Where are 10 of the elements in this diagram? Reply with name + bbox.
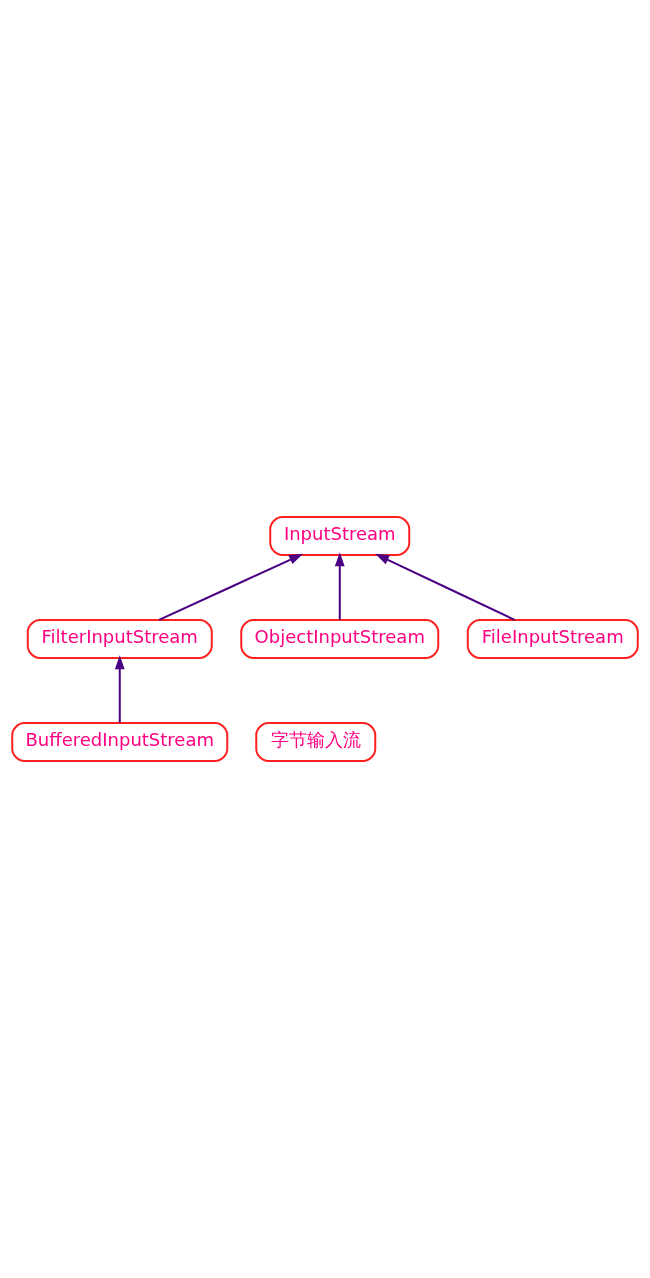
node-box: FilterInputStream [26, 619, 213, 659]
arrow [158, 553, 304, 621]
arrow [334, 552, 345, 621]
node-box: InputStream [269, 516, 411, 556]
node-box: FileInputStream [466, 619, 639, 659]
node-box: ObjectInputStream [240, 619, 440, 659]
node-box: BufferedInputStream [11, 722, 229, 762]
node-box: 字节输入流 [255, 722, 377, 762]
arrow [114, 655, 125, 724]
arrow [375, 553, 516, 621]
